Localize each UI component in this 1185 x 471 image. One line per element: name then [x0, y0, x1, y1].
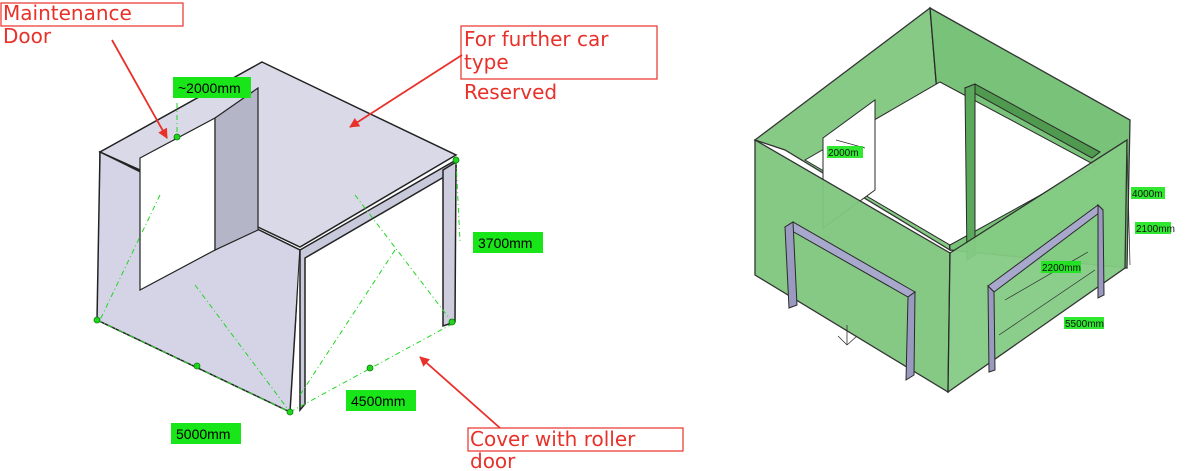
right-inner-post [964, 83, 976, 261]
annotation-roller-door: Cover with roller door [419, 356, 684, 471]
right-dim-d1: 2100mm [1135, 222, 1175, 235]
right-dim-height-text: 4000m [1132, 189, 1163, 200]
roller-frame-right-post1 [987, 284, 996, 373]
dimension-text-height: 3700mm [478, 235, 532, 251]
annotation-maintenance-line2: Door [3, 24, 52, 48]
annotation-further-car-line1: For further car [464, 27, 609, 51]
front-post [442, 160, 457, 328]
annotation-roller-line1: Cover with roller [470, 427, 636, 451]
right-dim-d2-text: 2200mm [1042, 263, 1081, 274]
annotation-maintenance-door: Maintenance Door [0, 1, 184, 139]
dimension-label-door-width: ~2000mm [173, 77, 251, 98]
right-enclosure-model [753, 6, 1131, 394]
dimension-text-door-width: ~2000mm [178, 80, 241, 96]
right-dim-d1-text: 2100mm [1136, 224, 1175, 235]
axis-compass-icon [837, 325, 858, 346]
right-dim-height: 4000m [1131, 187, 1165, 200]
roller-frame-left-post1 [784, 221, 798, 309]
dimension-text-depth: 4500mm [351, 393, 405, 409]
right-dim-door-text: 2000m [828, 148, 859, 159]
measurement-points [93, 133, 460, 416]
dimension-label-height: 3700mm [473, 232, 543, 253]
right-side-wall [292, 160, 456, 412]
dimension-text-width: 5000mm [176, 426, 230, 442]
dimension-label-depth: 4500mm [346, 390, 416, 411]
annotation-reserved: Reserved [464, 80, 557, 104]
right-dimension-lines [835, 139, 1131, 336]
right-dim-door: 2000m [827, 146, 863, 159]
annotation-further-car: For further car type Reserved [349, 25, 658, 128]
annotation-further-car-line2: type [464, 50, 509, 74]
left-enclosure-model [93, 61, 461, 416]
right-dim-span-text: 5500mm [1065, 319, 1104, 330]
annotation-maintenance-line1: Maintenance [3, 1, 132, 25]
annotation-roller-line2: door [470, 449, 516, 471]
right-dim-d2: 2200mm [1041, 261, 1081, 274]
left-back-panel [98, 61, 458, 248]
roller-frame-right-post2 [1097, 203, 1105, 299]
right-dim-span: 5500mm [1064, 317, 1104, 330]
dimension-label-width: 5000mm [171, 423, 241, 444]
roller-frame-left-post2 [905, 291, 916, 381]
